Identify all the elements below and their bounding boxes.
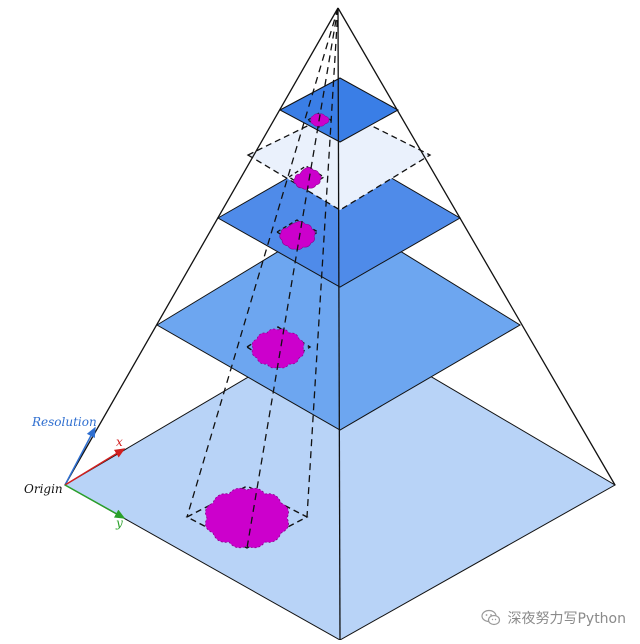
x-axis-arrow xyxy=(64,448,126,486)
region-blob-level-0 xyxy=(205,487,289,549)
pyramid-edges xyxy=(64,7,616,641)
y-axis-label: y xyxy=(115,516,123,530)
resolution-label: Resolution xyxy=(31,415,97,429)
region-blob-level-4 xyxy=(310,113,330,127)
projection-lines xyxy=(186,7,339,549)
watermark-text: 深夜努力写Python xyxy=(507,611,626,627)
pyramid-level-4 xyxy=(278,77,400,143)
origin-label: Origin xyxy=(24,482,63,496)
watermark: 深夜努力写Python xyxy=(481,608,626,628)
resolution-arrow xyxy=(64,426,96,486)
region-blob-level-2 xyxy=(279,221,316,250)
region-blob-level-3 xyxy=(293,167,322,190)
x-axis-label: x xyxy=(116,435,123,449)
region-box-level-1 xyxy=(245,326,312,368)
wechat-icon xyxy=(481,609,501,626)
y-axis-arrow xyxy=(64,484,126,519)
region-blob-level-1 xyxy=(251,328,305,369)
